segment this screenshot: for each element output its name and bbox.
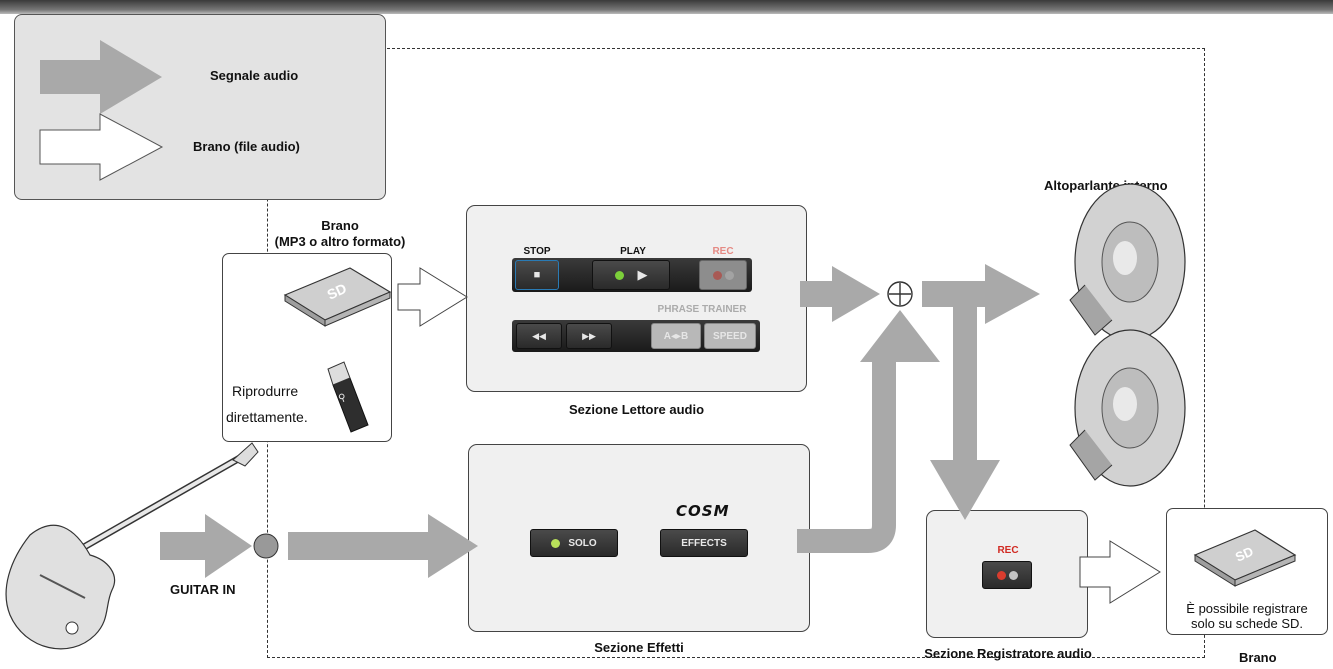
- cosm-logo: COSM: [676, 502, 730, 520]
- sd-card-icon: SD: [283, 267, 392, 327]
- rewind-button[interactable]: ◀◀: [516, 323, 562, 349]
- file-to-player-arrow: [397, 267, 468, 327]
- legend: [14, 14, 386, 200]
- usb-stick-icon: ⚲: [327, 361, 369, 433]
- player-to-mixer-arrow: [800, 266, 880, 322]
- speed-button[interactable]: SPEED: [704, 323, 756, 349]
- jack-to-effects-arrow: [288, 514, 478, 578]
- rec-recorder-led-off-icon: [1008, 570, 1018, 580]
- rec-button-player[interactable]: [699, 260, 747, 290]
- legend-signal-arrow: [40, 40, 162, 114]
- guitar-jack-icon: [253, 533, 279, 559]
- effects-to-mixer-arrowhead: [860, 310, 940, 362]
- fast-forward-icon: ▶▶: [582, 330, 596, 341]
- rec-label-player: REC: [712, 246, 734, 257]
- mixer-to-speaker-arrow: [922, 264, 1040, 324]
- ab-repeat-label: A◂▸B: [663, 330, 689, 342]
- effects-to-mixer-path: [797, 360, 896, 553]
- sd-note-line2: solo su schede SD.: [1190, 616, 1303, 631]
- svg-text:SD: SD: [325, 280, 349, 303]
- stop-label: STOP: [523, 246, 551, 257]
- player-section-label: Sezione Lettore audio: [568, 402, 705, 417]
- stop-button[interactable]: ■: [515, 260, 559, 290]
- rec-recorder-led-icon: [996, 570, 1006, 580]
- audio-player-panel: [466, 205, 807, 392]
- fast-forward-button[interactable]: ▶▶: [566, 323, 612, 349]
- speaker-icon-upper: [1069, 183, 1186, 341]
- guitar-input-arrow: [160, 514, 252, 578]
- legend-signal-label: Segnale audio: [210, 68, 299, 83]
- svg-text:⚲: ⚲: [337, 392, 348, 405]
- rec-label-recorder: REC: [997, 545, 1019, 556]
- recorder-section-label: Sezione Registratore audio: [924, 646, 1092, 661]
- top-bar: [0, 0, 1333, 14]
- mixer-to-recorder-path: [953, 294, 977, 464]
- effects-section-label: Sezione Effetti: [594, 640, 684, 655]
- legend-file-arrow: [39, 113, 164, 181]
- media-subtitle: (MP3 o altro formato): [274, 234, 406, 249]
- guitar-in-label: GUITAR IN: [170, 582, 236, 597]
- rewind-icon: ◀◀: [532, 330, 546, 341]
- speed-label: SPEED: [713, 330, 747, 342]
- play-led-icon: [614, 270, 624, 280]
- rec-button-recorder[interactable]: [982, 561, 1032, 589]
- ab-repeat-button[interactable]: A◂▸B: [651, 323, 701, 349]
- svg-text:SD: SD: [1233, 543, 1256, 564]
- effects-button[interactable]: EFFECTS: [660, 529, 748, 557]
- sd-note-line1: È possibile registrare: [1186, 601, 1308, 616]
- effects-panel: [468, 444, 810, 632]
- play-direct-line2: direttamente.: [226, 409, 308, 425]
- sd-output-icon: SD: [1193, 529, 1297, 587]
- recorder-to-sd-arrow: [1079, 540, 1161, 604]
- play-icon: ▶: [637, 267, 648, 282]
- guitar-icon: [5, 442, 259, 650]
- play-button[interactable]: ▶: [592, 260, 670, 290]
- legend-file-label: Brano (file audio): [193, 139, 300, 154]
- solo-led-icon: [551, 538, 561, 548]
- play-direct-line1: Riprodurre: [232, 383, 299, 399]
- rec-led-off-icon: [724, 270, 734, 280]
- speaker-icon-lower: [1069, 329, 1186, 487]
- mixer-to-recorder-arrowhead: [930, 460, 1000, 520]
- media-title: Brano: [321, 218, 359, 233]
- play-label: PLAY: [620, 246, 646, 257]
- sd-output-caption: Brano: [1239, 650, 1277, 665]
- solo-button[interactable]: SOLO: [530, 529, 618, 557]
- effects-label: EFFECTS: [681, 537, 727, 549]
- solo-label: SOLO: [568, 537, 597, 549]
- stop-icon: ■: [533, 269, 541, 281]
- phrase-trainer-label: PHRASE TRAINER: [657, 304, 747, 315]
- rec-led-icon: [712, 270, 722, 280]
